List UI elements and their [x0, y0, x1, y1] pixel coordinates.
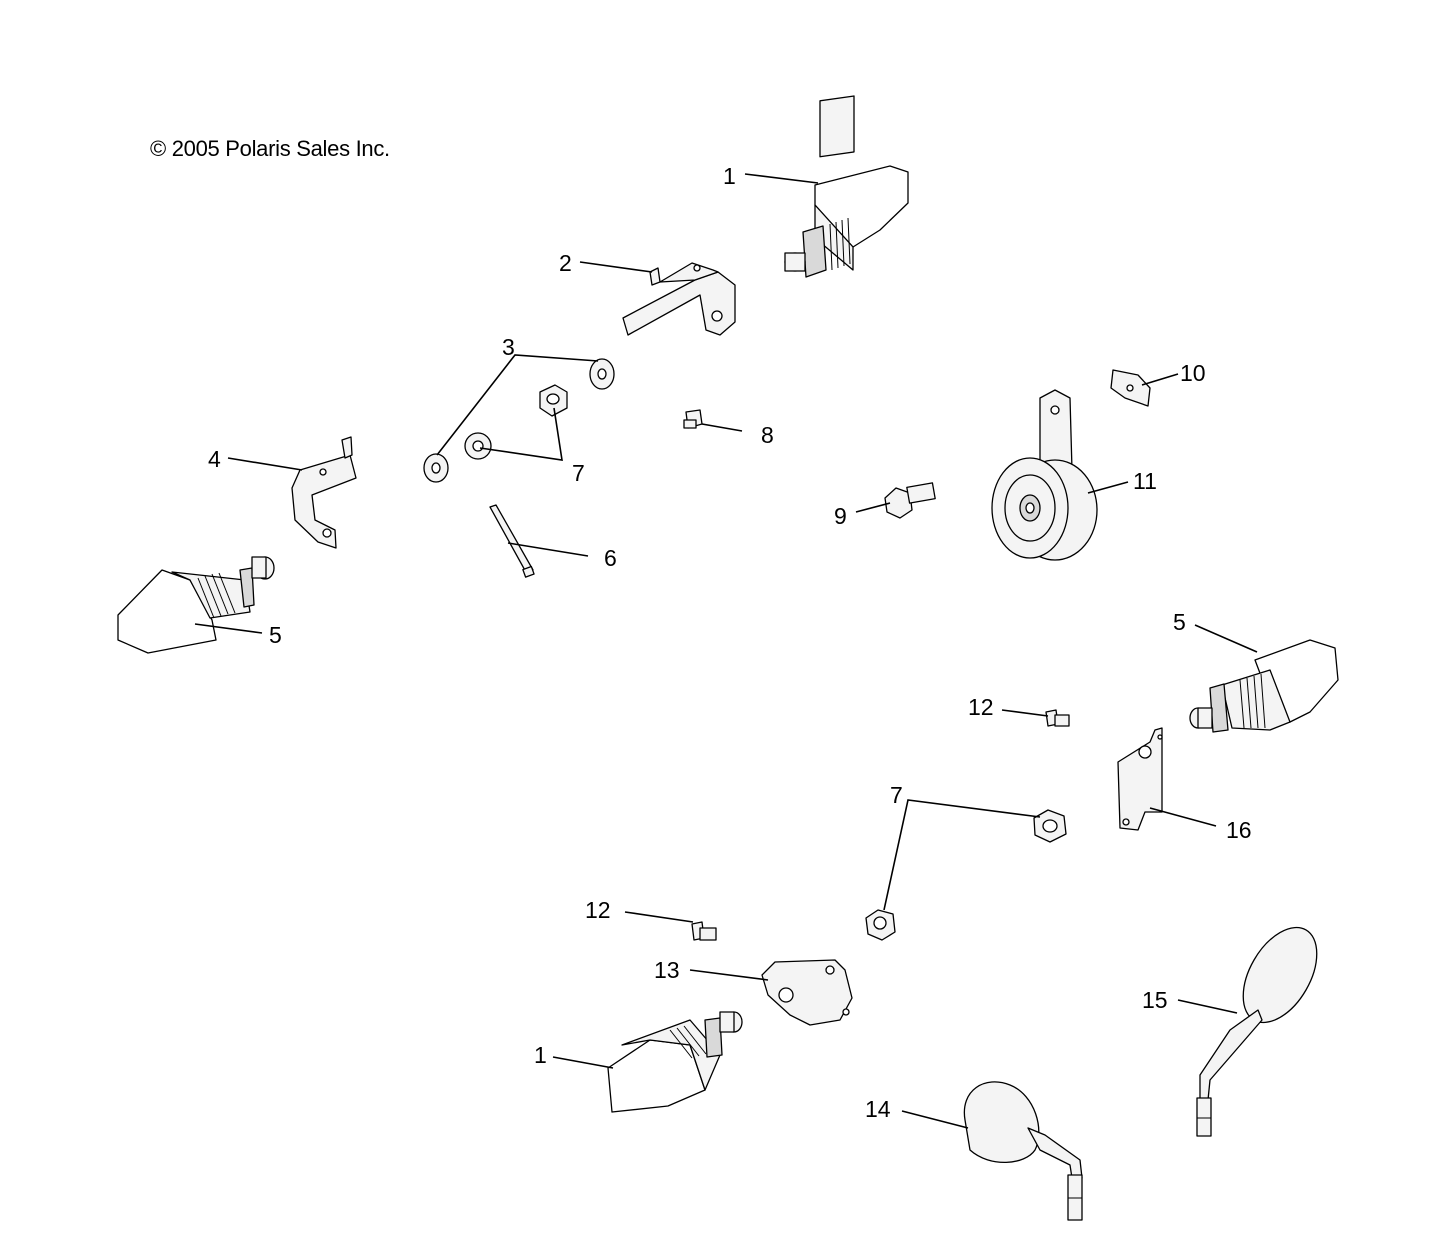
mirror-left	[963, 1081, 1083, 1221]
nut-lower	[865, 909, 896, 941]
long-bolt	[489, 504, 535, 578]
callout-5-left: 5	[269, 622, 282, 648]
callout-14: 14	[865, 1096, 891, 1122]
callout-4: 4	[208, 446, 221, 472]
callout-9: 9	[834, 503, 847, 529]
turn-signal-right	[1189, 639, 1339, 733]
mirror-right	[1196, 926, 1318, 1137]
callout-12-lower: 12	[585, 897, 611, 923]
clip-nut	[1110, 369, 1151, 407]
nut-upper-b	[464, 432, 492, 460]
horn	[991, 389, 1098, 561]
bolt-right	[1045, 709, 1070, 727]
bracket-lower	[761, 959, 853, 1026]
callout-8: 8	[761, 422, 774, 448]
callout-6: 6	[604, 545, 617, 571]
callout-1-top: 1	[723, 163, 736, 189]
callout-2: 2	[559, 250, 572, 276]
bolt-small	[683, 409, 703, 429]
callout-11: 11	[1133, 468, 1157, 494]
bolt-lower	[691, 921, 717, 941]
leader-lines	[194, 173, 1258, 1129]
turn-signal-bottom	[607, 1011, 743, 1113]
washer-upper	[589, 358, 615, 390]
washer-lower	[423, 453, 449, 483]
nut-upper-a	[539, 384, 568, 417]
turn-signal-left	[117, 556, 275, 654]
callout-1-bottom: 1	[534, 1042, 547, 1068]
callout-5-right: 5	[1173, 609, 1186, 635]
callout-12-right: 12	[968, 694, 994, 720]
bracket-right	[1117, 727, 1163, 831]
callout-10: 10	[1180, 360, 1206, 386]
bracket-upper	[622, 262, 736, 336]
callout-3: 3	[502, 334, 515, 360]
nut-right	[1033, 809, 1067, 843]
callout-15: 15	[1142, 987, 1168, 1013]
callout-16: 16	[1226, 817, 1252, 843]
callout-7-upper: 7	[572, 460, 585, 486]
flange-bolt	[884, 482, 936, 519]
callout-7-lower: 7	[890, 782, 903, 808]
bracket-left	[291, 436, 357, 549]
callout-13: 13	[654, 957, 680, 983]
copyright-notice: © 2005 Polaris Sales Inc.	[150, 136, 390, 161]
callout-numbers: 1 2 3 4 5 6 7 8 9 10 11 5 12 7 16 12 13 …	[208, 163, 1252, 1122]
turn-signal-top	[784, 95, 909, 278]
